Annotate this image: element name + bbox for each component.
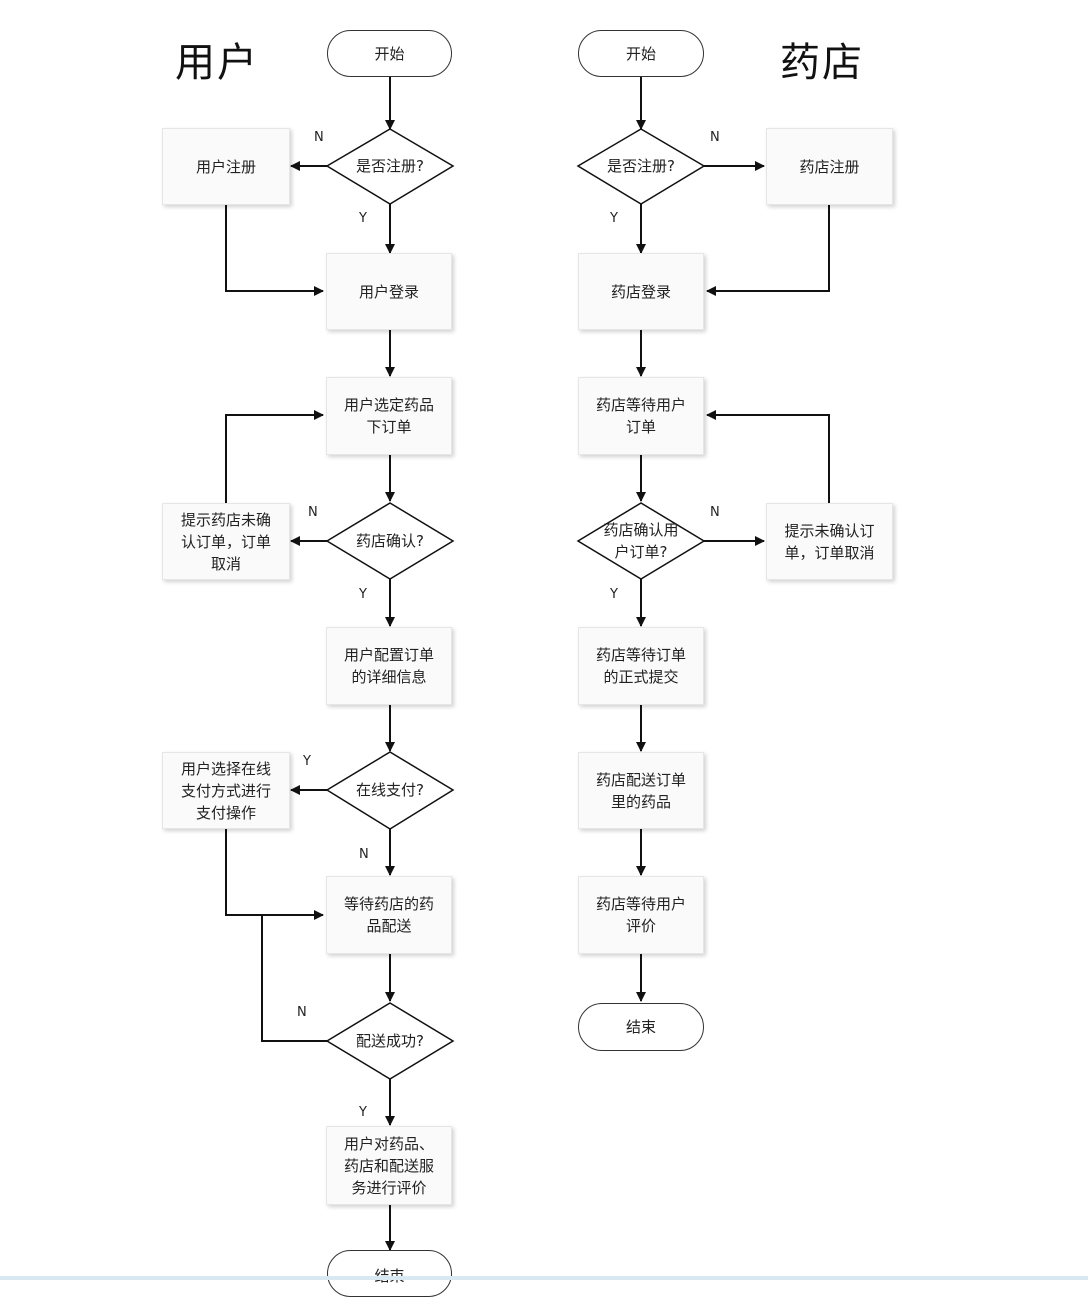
pharmacy-login: 药店登录	[578, 253, 704, 330]
decision-user-registered	[325, 128, 455, 205]
user-online-pay-question: 在线支付?	[356, 781, 424, 799]
label-user-delivered-yes: Y	[359, 1105, 367, 1120]
pharmacy-wait-evaluation: 药店等待用户 评价	[578, 876, 704, 954]
user-confirm-question: 药店确认?	[356, 532, 424, 550]
pharmacy-end: 结束	[578, 1003, 704, 1051]
label-user-confirm-no: N	[308, 505, 318, 520]
pharmacy-start: 开始	[578, 30, 704, 77]
label-ph-reg-no: N	[710, 130, 720, 145]
user-delivered-question: 配送成功?	[356, 1032, 424, 1050]
arrow-user-reject-to-select	[225, 410, 324, 503]
user-select-drug: 用户选定药品 下订单	[326, 377, 452, 455]
pharmacy-registered-question: 是否注册?	[607, 157, 675, 175]
user-login: 用户登录	[326, 253, 452, 330]
lane-title-pharmacy: 药店	[780, 40, 864, 86]
user-evaluate: 用户对药品、 药店和配送服 务进行评价	[326, 1126, 452, 1205]
arrow-user-register-to-login	[225, 205, 324, 296]
pharmacy-order-rejected: 提示未确认订 单，订单取消	[766, 503, 893, 580]
pharmacy-wait-order: 药店等待用户 订单	[578, 377, 704, 455]
label-user-reg-yes: Y	[359, 211, 367, 226]
label-user-reg-no: N	[314, 130, 324, 145]
decision-ph-confirm	[576, 502, 706, 580]
user-register: 用户注册	[162, 128, 290, 205]
lane-title-user: 用户	[175, 40, 259, 86]
pharmacy-wait-submit: 药店等待订单 的正式提交	[578, 627, 704, 705]
pharmacy-deliver: 药店配送订单 里的药品	[578, 752, 704, 829]
pharmacy-confirm-question: 药店确认用 户订单?	[603, 521, 679, 561]
decision-user-online-pay	[325, 751, 455, 830]
arrow-user-online-to-wait	[225, 828, 324, 920]
label-user-delivered-no: N	[297, 1005, 307, 1020]
label-user-pay-no: N	[359, 847, 369, 862]
arrow-ph-reject-to-wait	[706, 410, 830, 503]
arrow-ph-register-to-login	[706, 205, 830, 296]
label-ph-reg-yes: Y	[610, 211, 618, 226]
arrow-user-delivered-no	[261, 915, 327, 1042]
label-user-pay-yes: Y	[303, 754, 311, 769]
label-user-confirm-yes: Y	[359, 587, 367, 602]
user-end: 结束	[327, 1250, 452, 1297]
user-online-pay: 用户选择在线 支付方式进行 支付操作	[162, 752, 290, 829]
bottom-edge	[0, 1276, 1088, 1280]
decision-user-delivered	[325, 1002, 455, 1080]
user-configure-order: 用户配置订单 的详细信息	[326, 627, 452, 705]
decision-user-confirm	[325, 502, 455, 580]
user-start: 开始	[327, 30, 452, 77]
pharmacy-register: 药店注册	[766, 128, 893, 205]
decision-ph-registered	[576, 128, 706, 205]
label-ph-confirm-no: N	[710, 505, 720, 520]
user-registered-question: 是否注册?	[356, 157, 424, 175]
user-wait-delivery: 等待药店的药 品配送	[326, 876, 452, 954]
user-order-rejected: 提示药店未确 认订单，订单 取消	[162, 503, 290, 580]
label-ph-confirm-yes: Y	[610, 587, 618, 602]
